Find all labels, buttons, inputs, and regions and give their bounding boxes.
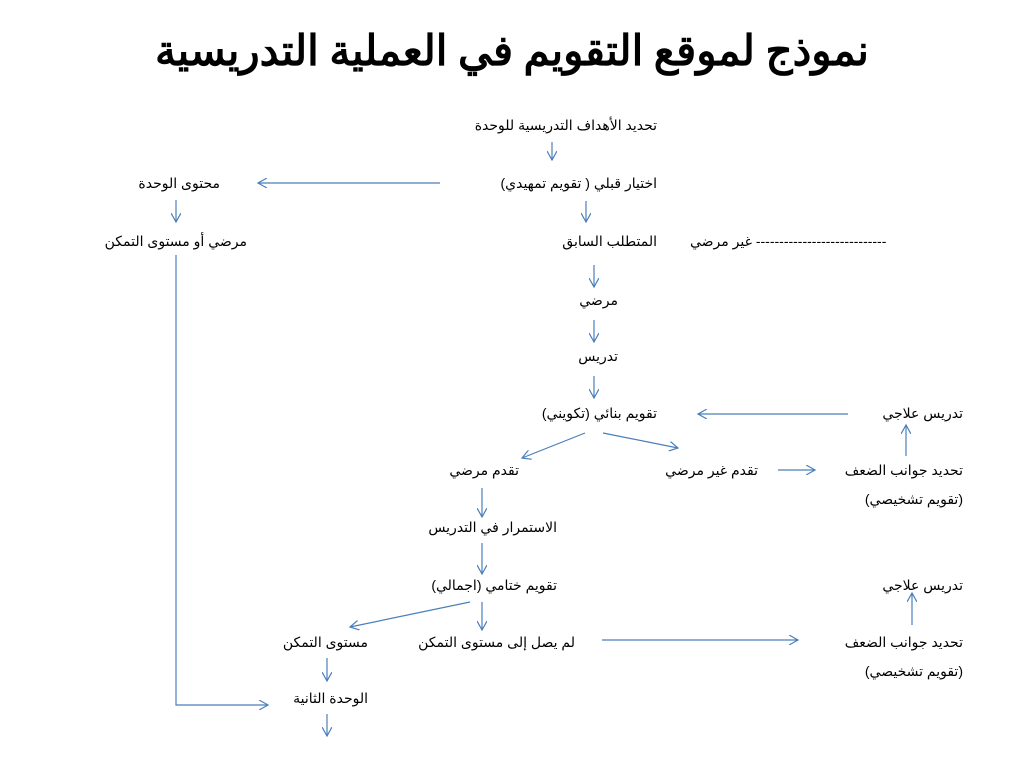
node-second-unit: الوحدة الثانية bbox=[293, 690, 368, 706]
arrow-formative-to-progress-satisfactory bbox=[522, 432, 586, 458]
node-weakness-1: تحديد جوانب الضعف bbox=[844, 462, 963, 478]
node-mastery-level: مستوى التمكن bbox=[282, 634, 368, 650]
arrow-mastery-path-to-second-unit bbox=[175, 255, 268, 705]
node-diagnostic-2: (تقويم تشخيصي) bbox=[864, 663, 963, 679]
node-satisfactory: مرضي bbox=[579, 292, 618, 308]
node-not-mastery: لم يصل إلى مستوى التمكن bbox=[418, 634, 575, 650]
node-formative: تقويم بنائي (تكويني) bbox=[541, 405, 657, 421]
node-continue-teaching: الاستمرار في التدريس bbox=[428, 519, 557, 535]
arrow-summative-to-mastery bbox=[350, 601, 471, 627]
node-weakness-2: تحديد جوانب الضعف bbox=[844, 634, 963, 650]
node-satisfactory-or-mastery: مرضي أو مستوى التمكن bbox=[104, 233, 247, 249]
node-progress-satisfactory: تقدم مرضي bbox=[449, 462, 519, 478]
node-remedial-1: تدريس علاجي bbox=[882, 405, 963, 421]
node-objectives: تحديد الأهداف التدريسية للوحدة bbox=[474, 117, 657, 133]
arrow-formative-to-progress-unsatisfactory bbox=[602, 432, 678, 448]
node-summative: تقويم ختامي (اجمالي) bbox=[431, 577, 557, 593]
node-remedial-2: تدريس علاجي bbox=[882, 577, 963, 593]
node-pretest: اختيار قبلي ( تقويم تمهيدي) bbox=[500, 175, 657, 191]
node-unsatisfactory-dashed: غير مرضي ---------------------------- bbox=[690, 233, 887, 249]
node-diagnostic-1: (تقويم تشخيصي) bbox=[864, 491, 963, 507]
node-unit-content: محتوى الوحدة bbox=[138, 175, 220, 191]
slide-title: نموذج لموقع التقويم في العملية التدريسية bbox=[155, 29, 869, 75]
node-prerequisite: المتطلب السابق bbox=[562, 233, 657, 249]
node-teaching: تدريس bbox=[578, 348, 618, 364]
node-progress-unsatisfactory: تقدم غير مرضي bbox=[665, 462, 758, 478]
